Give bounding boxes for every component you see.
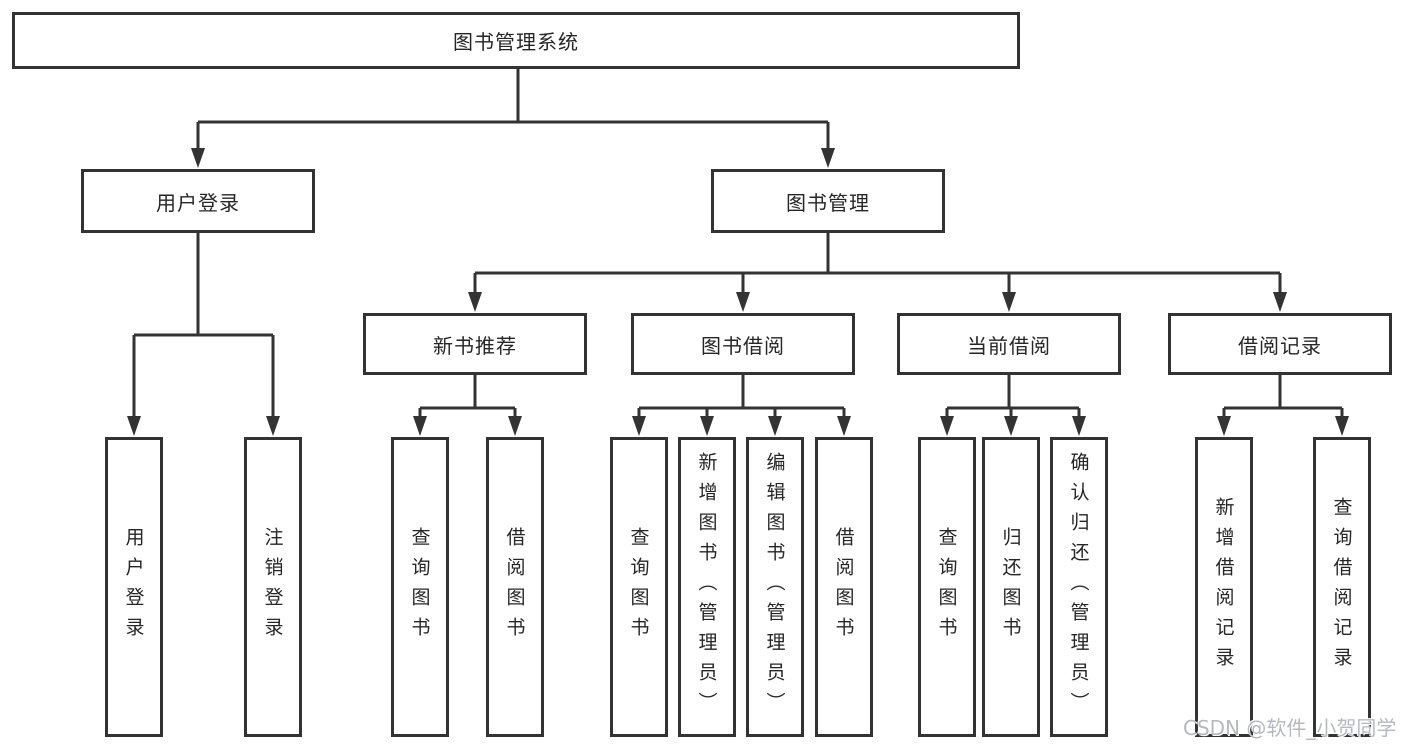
leaf-label: 新增图书（管理员）: [695, 452, 718, 722]
leaf-query-books-current: 查询图书: [918, 437, 976, 737]
leaf-label: 查询图书: [408, 527, 431, 647]
leaf-label: 确认归还（管理员）: [1067, 452, 1090, 722]
leaf-logout: 注销登录: [244, 437, 302, 737]
leaf-label: 查询借阅记录: [1330, 497, 1353, 677]
node-borrow-records: 借阅记录: [1168, 313, 1392, 375]
leaf-query-books-borrow: 查询图书: [610, 437, 668, 737]
node-label: 图书管理系统: [453, 30, 579, 54]
node-label: 图书借阅: [701, 333, 785, 358]
leaf-user-login: 用户登录: [105, 437, 163, 737]
node-new-book-recommend: 新书推荐: [363, 313, 587, 375]
leaf-label: 编辑图书（管理员）: [763, 452, 786, 722]
leaf-confirm-return-admin: 确认归还（管理员）: [1050, 437, 1108, 737]
leaf-label: 注销登录: [261, 527, 284, 647]
node-label: 图书管理: [786, 190, 870, 215]
leaf-query-borrow-record: 查询借阅记录: [1313, 437, 1371, 737]
leaf-label: 查询图书: [935, 527, 958, 647]
node-current-borrow: 当前借阅: [897, 313, 1121, 375]
node-label: 借阅记录: [1238, 333, 1322, 358]
leaf-label: 借阅图书: [832, 527, 855, 647]
leaf-return-books: 归还图书: [982, 437, 1040, 737]
leaf-borrow-books-recommend: 借阅图书: [486, 437, 544, 737]
csdn-watermark: CSDN @软件_小贺同学: [1183, 716, 1397, 740]
leaf-borrow-books: 借阅图书: [815, 437, 873, 737]
leaf-label: 归还图书: [999, 527, 1022, 647]
leaf-label: 用户登录: [122, 527, 145, 647]
node-user-login: 用户登录: [81, 169, 315, 233]
leaf-label: 查询图书: [627, 527, 650, 647]
leaf-add-books-admin: 新增图书（管理员）: [678, 437, 736, 737]
leaf-add-borrow-record: 新增借阅记录: [1195, 437, 1253, 737]
node-label: 用户登录: [156, 190, 240, 215]
leaf-edit-books-admin: 编辑图书（管理员）: [746, 437, 804, 737]
node-label: 新书推荐: [433, 333, 517, 358]
node-book-borrow: 图书借阅: [631, 313, 855, 375]
leaf-query-books-recommend: 查询图书: [391, 437, 449, 737]
leaf-label: 借阅图书: [503, 527, 526, 647]
node-root: 图书管理系统: [12, 12, 1020, 69]
node-label: 当前借阅: [967, 333, 1051, 358]
leaf-label: 新增借阅记录: [1212, 497, 1235, 677]
node-book-management: 图书管理: [711, 169, 945, 233]
